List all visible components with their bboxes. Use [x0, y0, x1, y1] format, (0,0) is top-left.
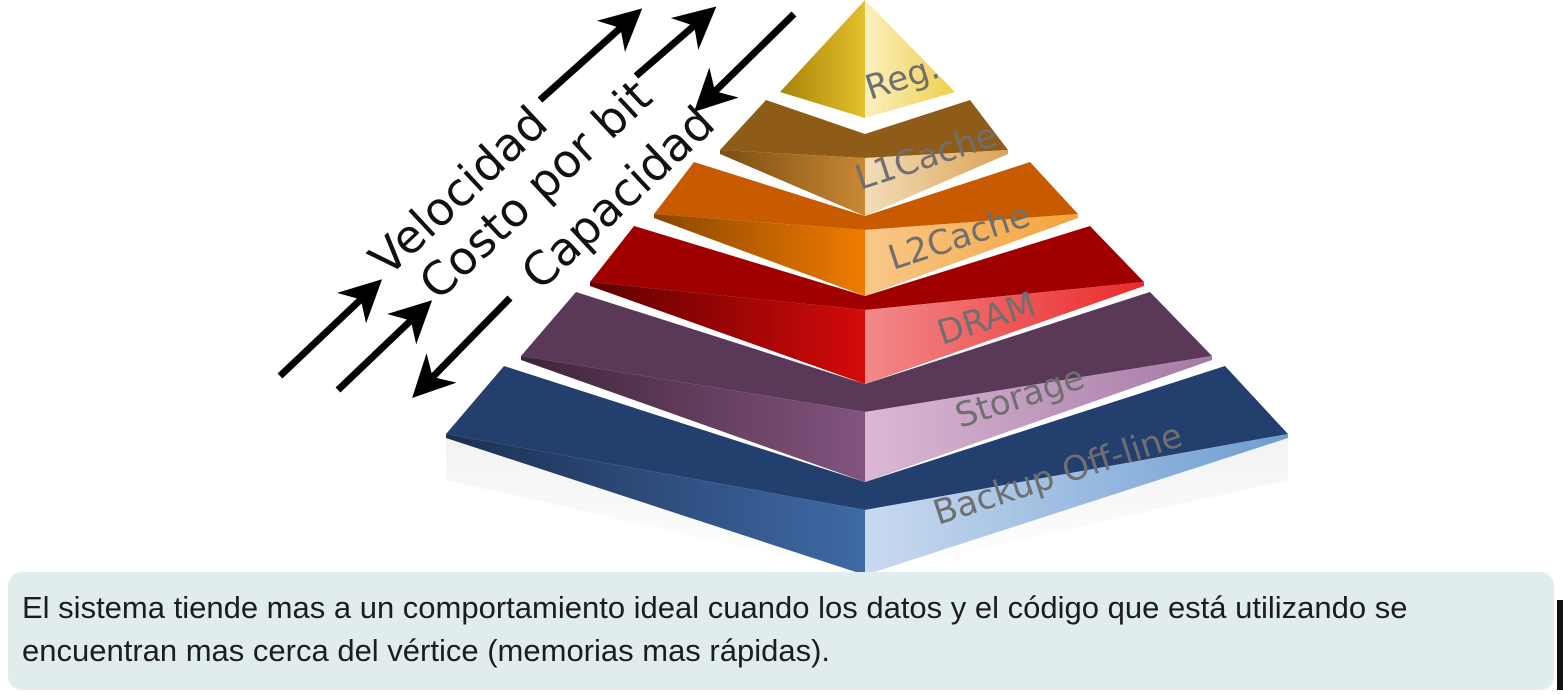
pyramid-level-backup	[446, 366, 1288, 575]
pyramid-shadow	[446, 438, 1288, 575]
arrow-velocidad	[277, 8, 643, 379]
pyramid-level-storage	[521, 292, 1212, 482]
pyramid-level-dram	[590, 226, 1144, 384]
pyramid-level-reg	[780, 0, 955, 118]
note-edge-bar	[1557, 600, 1563, 690]
pyramid-level-l1cache	[720, 100, 1008, 216]
pyramid-level-l2cache	[654, 162, 1078, 296]
memory-hierarchy-diagram: Reg. L1Cache L2Cache DRAM Storage Backup…	[277, 0, 1288, 575]
note-box: El sistema tiende mas a un comportamient…	[8, 572, 1554, 690]
arrow-costo-por-bit	[335, 6, 717, 393]
arrow-capacidad	[412, 11, 797, 399]
note-text: El sistema tiende mas a un comportamient…	[22, 590, 1408, 668]
